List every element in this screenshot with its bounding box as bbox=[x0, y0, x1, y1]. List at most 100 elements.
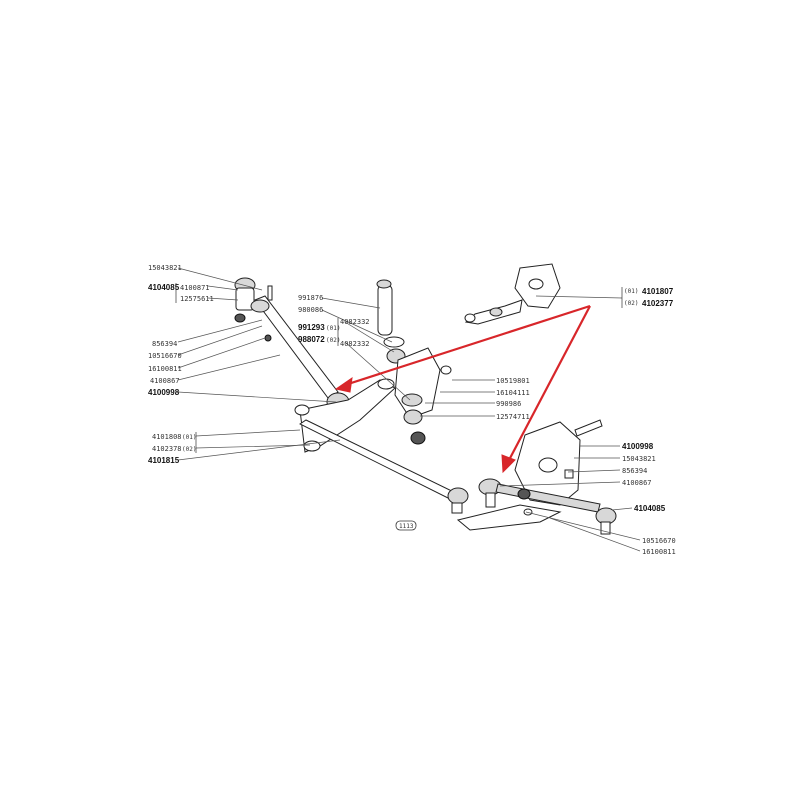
label-r-15043821: 15043821 bbox=[622, 455, 656, 463]
label-opt02-b: (02) bbox=[326, 337, 340, 344]
label-856394: 856394 bbox=[152, 340, 177, 348]
joint-stud bbox=[234, 313, 246, 323]
label-12574711: 12574711 bbox=[496, 413, 530, 421]
leader-line bbox=[549, 517, 641, 552]
red-arrows bbox=[334, 304, 591, 474]
bolt-small bbox=[564, 469, 574, 479]
leader-line bbox=[195, 444, 311, 449]
pitman-arm-assembly bbox=[464, 263, 561, 325]
leader-line bbox=[177, 319, 263, 343]
arrow-head-right bbox=[501, 454, 516, 474]
leader-line bbox=[177, 337, 266, 369]
leader-line bbox=[177, 325, 263, 356]
label-991876: 991876 bbox=[298, 294, 323, 302]
label-4101808: 4101808 bbox=[152, 433, 182, 441]
center-link-stud bbox=[451, 502, 463, 514]
tube-clamp bbox=[250, 299, 270, 313]
leader-line bbox=[177, 439, 341, 461]
part-labels: 15043821 4100871 4104085 12575611 856394… bbox=[148, 264, 676, 556]
label-990986: 990986 bbox=[496, 400, 521, 408]
center-link-assembly bbox=[294, 378, 469, 514]
label-r-16100811: 16100811 bbox=[642, 548, 676, 556]
drag-arm bbox=[456, 504, 562, 531]
box-boss bbox=[538, 457, 558, 473]
label-15043821: 15043821 bbox=[148, 264, 182, 272]
page-ref-badge bbox=[395, 520, 417, 531]
pivot-bracket bbox=[394, 347, 441, 419]
center-link-end bbox=[447, 487, 469, 505]
small-nut bbox=[440, 365, 452, 375]
leader-line bbox=[344, 321, 395, 353]
leader-line bbox=[207, 285, 239, 291]
label-opt01-a: (01) bbox=[182, 434, 196, 441]
center-link-rod bbox=[299, 419, 461, 502]
outer-joint-stud bbox=[600, 521, 611, 535]
label-4082332-a: 4082332 bbox=[340, 318, 370, 326]
left-tie-rod-assembly bbox=[234, 277, 350, 421]
right-joint-stud bbox=[485, 492, 496, 508]
lever-eye bbox=[464, 313, 476, 323]
arm-eye-lower bbox=[303, 440, 321, 452]
arrow-head-left bbox=[334, 376, 353, 393]
label-4101807: 4101807 bbox=[642, 287, 674, 296]
small-bolt bbox=[267, 285, 273, 301]
label-r-10516670: 10516670 bbox=[642, 537, 676, 545]
label-opt02-c: (02) bbox=[624, 300, 638, 307]
leader-lines bbox=[177, 267, 641, 552]
label-opt01-c: (01) bbox=[624, 288, 638, 295]
leader-line bbox=[499, 481, 621, 487]
leader-line bbox=[177, 354, 281, 381]
label-opt02-a: (02) bbox=[182, 446, 196, 453]
label-4100998: 4100998 bbox=[148, 388, 180, 397]
adjuster-nut bbox=[517, 488, 531, 500]
label-r-856394: 856394 bbox=[622, 467, 647, 475]
joint-housing bbox=[235, 287, 255, 311]
bolt-head bbox=[376, 279, 392, 289]
leader-line bbox=[195, 429, 301, 437]
arrow-to-right-joint bbox=[507, 305, 591, 463]
label-980086: 980086 bbox=[298, 306, 323, 314]
bushing-lower bbox=[403, 409, 423, 425]
label-10516670: 10516670 bbox=[148, 352, 182, 360]
label-r-4100867: 4100867 bbox=[622, 479, 652, 487]
leader-line bbox=[525, 511, 641, 541]
label-r-4100998: 4100998 bbox=[622, 442, 654, 451]
bracket-hole bbox=[528, 278, 544, 290]
leader-line bbox=[344, 341, 411, 401]
washer-top bbox=[383, 336, 405, 348]
leader-line bbox=[611, 507, 633, 511]
steering-box-assembly bbox=[456, 419, 617, 535]
leader-line bbox=[567, 469, 621, 473]
label-opt01-b: (01) bbox=[326, 325, 340, 332]
label-r-4104085: 4104085 bbox=[634, 504, 666, 513]
label-16104111: 16104111 bbox=[496, 389, 530, 397]
label-988072: 988072 bbox=[298, 335, 325, 344]
label-16100811: 16100811 bbox=[148, 365, 182, 373]
leader-line bbox=[321, 297, 381, 309]
steering-shaft bbox=[574, 419, 603, 437]
label-12575611: 12575611 bbox=[180, 295, 214, 303]
tie-rod-tube bbox=[254, 295, 339, 399]
label-10519801: 10519801 bbox=[496, 377, 530, 385]
nut bbox=[264, 334, 272, 342]
label-4100871: 4100871 bbox=[180, 284, 210, 292]
drag-arm-hole bbox=[523, 508, 533, 516]
page-ref-text: 1113 bbox=[399, 523, 414, 530]
label-4082332-b: 4082332 bbox=[340, 340, 370, 348]
label-991293: 991293 bbox=[298, 323, 325, 332]
lever-joint bbox=[489, 307, 503, 317]
arm-eye-left bbox=[294, 404, 310, 416]
leader-line bbox=[321, 309, 393, 343]
leader-line bbox=[535, 295, 623, 299]
label-4101815: 4101815 bbox=[148, 456, 180, 465]
label-4104085: 4104085 bbox=[148, 283, 180, 292]
leader-line bbox=[177, 391, 337, 403]
label-4102377: 4102377 bbox=[642, 299, 674, 308]
leader-line bbox=[177, 267, 263, 291]
leader-line bbox=[207, 297, 239, 301]
arrow-to-left-joint bbox=[344, 304, 591, 387]
pivot-nut bbox=[410, 431, 426, 445]
label-4102378: 4102378 bbox=[152, 445, 182, 453]
